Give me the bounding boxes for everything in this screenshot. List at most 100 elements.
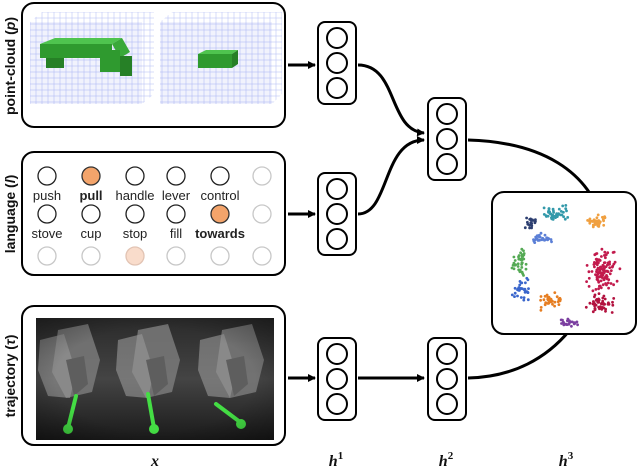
embedding-point [524,267,528,271]
embedding-point [607,261,611,265]
embedding-point [516,294,519,298]
language-token-word: towards [195,226,245,241]
embedding-point [553,304,556,308]
embedding-panel [491,191,637,335]
embedding-point [562,323,566,326]
embedding-point [520,247,524,251]
embedding-point [553,300,557,304]
embedding-point [527,287,530,290]
point-cloud-label: point-cloud (p) [2,17,18,115]
embedding-point [559,298,562,301]
voxel-cube-1 [30,12,154,104]
embedding-point [546,236,549,240]
embedding-point [573,321,577,324]
embedding-point [590,270,594,273]
embedding-point [615,279,619,283]
embedding-point [518,268,522,272]
embedding-point [602,261,606,265]
embedding-point [588,221,592,225]
neuron [326,368,348,390]
embedding-point [601,215,604,219]
language-token-word: stove [31,226,62,241]
embedding-point [523,226,527,230]
embedding-point [513,286,517,290]
h1-unit-trajectory [317,337,357,421]
embedding-point [598,284,601,288]
embedding-point [596,213,600,217]
embedding-point [513,259,517,262]
embedding-point [547,295,551,299]
embedding-point [535,237,539,240]
embedding-point [600,275,604,279]
embedding-point [595,270,598,274]
language-token-circle [210,246,230,266]
embedding-point [518,283,522,287]
language-token-word: fill [170,226,182,241]
embedding-point [597,297,600,301]
embedding-point [528,218,532,221]
embedding-point [522,298,526,302]
embedding-scatter [510,204,622,328]
layer-labels: x h1 h2 h3 [150,450,574,470]
embedding-point [604,309,607,313]
embedding-point [551,302,554,306]
embedding-point [549,238,553,241]
network-units [317,21,467,421]
embedding-point [522,296,526,299]
neuron [436,128,458,150]
embedding-point [570,324,573,328]
embedding-point [550,216,553,220]
embedding-point [562,210,565,214]
language-token-word: push [33,188,61,203]
embedding-point [604,256,607,260]
embedding-point [605,275,609,279]
embedding-point [593,253,597,257]
embedding-point [561,204,565,208]
embedding-point [575,320,579,324]
embedding-point [597,287,600,291]
embedding-point [541,236,545,240]
language-token-circle [125,204,145,224]
embedding-point [525,276,529,280]
embedding-point [545,293,549,297]
language-box [21,151,286,276]
language-token-circle [252,204,272,224]
embedding-point [557,207,561,211]
embedding-point [519,296,523,299]
embedding-point [510,293,514,297]
embedding-point [600,255,603,258]
embedding-point [602,302,606,305]
embedding-point [565,209,568,213]
neuron [326,343,348,365]
embedding-point [598,258,602,262]
language-token-circle [166,246,186,266]
embedding-point [601,296,605,300]
embedding-point [596,300,600,304]
neuron [326,178,348,200]
language-token-circle [81,166,101,186]
embedding-point [519,258,523,262]
trajectory-panel [21,305,286,446]
embedding-point [553,291,557,294]
embedding-point [522,288,526,292]
embedding-point [539,231,543,235]
embedding-point [542,298,546,302]
embedding-point [606,281,610,285]
embedding-point [526,291,530,294]
embedding-point [546,214,550,218]
embedding-point [587,285,591,288]
embedding-point [603,216,607,220]
embedding-point [533,221,537,225]
embedding-point [595,278,599,281]
embedding-point [555,295,559,299]
embedding-point [549,300,553,303]
language-token-circle [210,166,230,186]
embedding-point [602,264,605,268]
embedding-point [513,295,516,298]
language-token-word: handle [115,188,154,203]
voxel-cube-2 [160,12,282,104]
embedding-point [612,297,616,300]
language-token-circle [166,204,186,224]
embedding-point [520,262,524,265]
